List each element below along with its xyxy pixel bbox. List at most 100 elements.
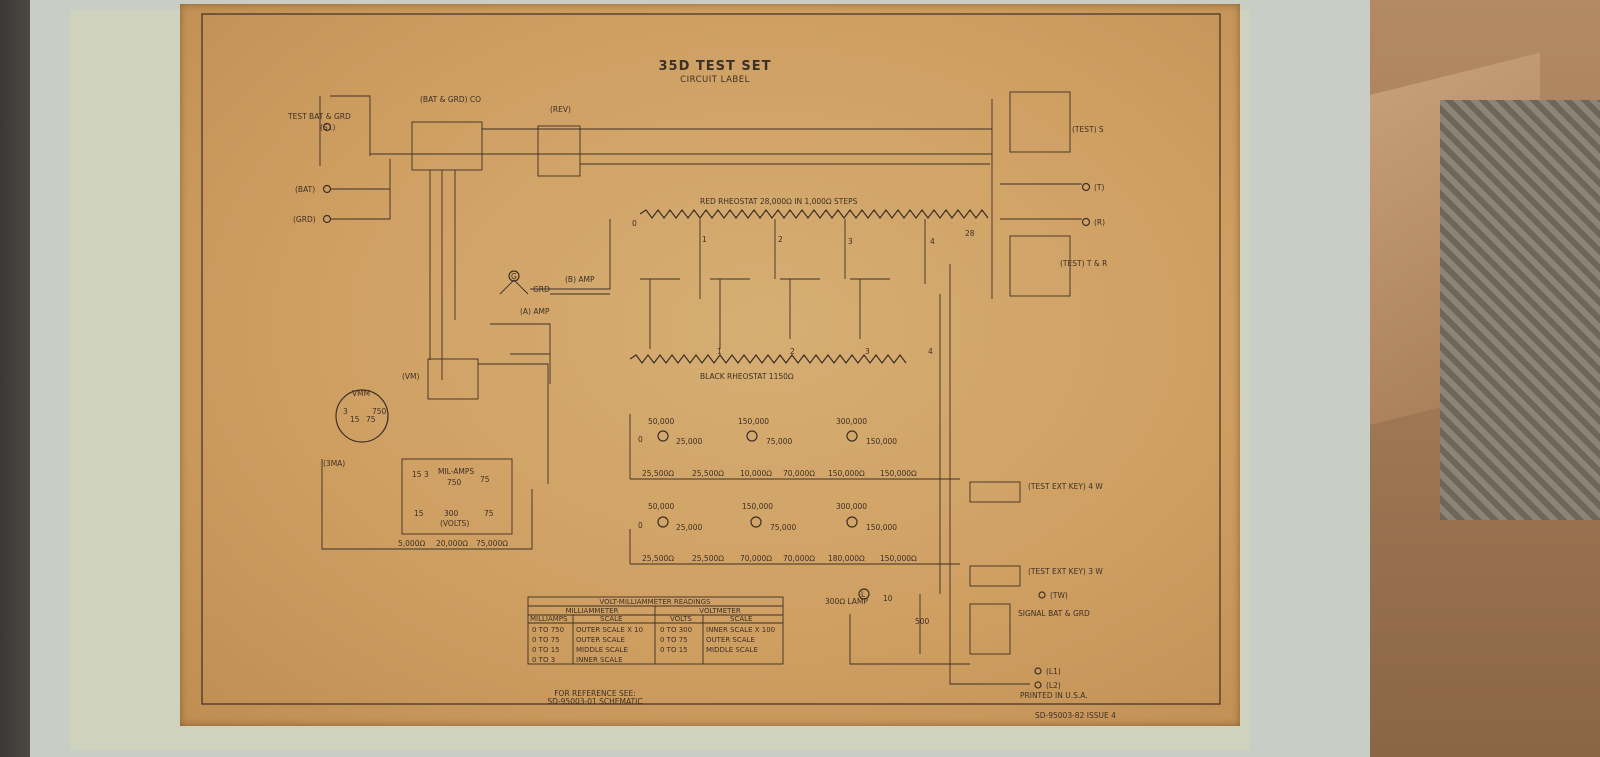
sw3-val-150000b: 150,000 xyxy=(866,523,897,532)
voltmeter-section: (VM) VMM 3 15 75 750 (3MA) 15 3 MIL-AMPS… xyxy=(321,353,550,550)
switch-g xyxy=(508,270,520,282)
terminal-grd xyxy=(322,214,332,224)
right-lower-wiring xyxy=(849,264,1030,685)
vmm-range-3: 3 xyxy=(343,407,348,416)
table-r4-c2: INNER SCALE xyxy=(576,656,623,664)
switch-3b xyxy=(750,516,762,528)
rev-key xyxy=(537,125,581,177)
lamp-label: 300Ω LAMP xyxy=(825,597,868,606)
sw3-res-6: 150,000Ω xyxy=(880,554,917,563)
red-rheostat-wiring xyxy=(530,219,926,299)
ext-key-4w-label: (TEST EXT KEY) 4 W xyxy=(1028,482,1103,491)
table-r1-c3: 0 TO 300 xyxy=(660,626,692,634)
mil-range-15: 15 xyxy=(412,470,422,479)
table-col-volts: VOLTS xyxy=(670,615,692,623)
terminal-r xyxy=(1081,217,1091,227)
terminal-t xyxy=(1081,182,1091,192)
sw4-res-3: 10,000Ω xyxy=(740,469,772,478)
sw4-res-1: 25,500Ω xyxy=(642,469,674,478)
black-tap-3: 3 xyxy=(865,347,870,356)
sw4-val-50000: 50,000 xyxy=(648,417,674,426)
signal-label: SIGNAL BAT & GRD xyxy=(1018,609,1090,618)
ext-key-4w xyxy=(969,481,1021,503)
signal-key xyxy=(969,603,1011,655)
amp-wiring xyxy=(490,279,610,384)
ma3-label: (3MA) xyxy=(323,459,345,468)
red-rheostat-end-28: 28 xyxy=(965,229,975,238)
left-terminals: TEST BAT & GRD (S1) (BAT) (GRD) xyxy=(287,95,550,224)
sw4-val-0: 0 xyxy=(638,435,643,444)
mil-range-75: 75 xyxy=(480,475,490,484)
terminal-l1-label: (L1) xyxy=(1046,667,1061,676)
diagram-title: 35D TEST SET xyxy=(658,59,771,74)
black-rheostat: BLACK RHEOSTAT 1150Ω 1 2 3 4 xyxy=(629,347,933,381)
table-group-voltmeter: VOLTMETER xyxy=(699,607,741,615)
vm-key xyxy=(427,358,479,400)
sw3-res-2: 25,500Ω xyxy=(692,554,724,563)
ext-key-3w xyxy=(969,565,1021,587)
red-tap-4: 4 xyxy=(930,237,935,246)
footer-code: SD-95003-82 ISSUE 4 xyxy=(1035,711,1116,720)
sw3-res-5: 180,000Ω xyxy=(828,554,865,563)
grd-label: GRD xyxy=(533,285,550,294)
sw3-val-50000: 50,000 xyxy=(648,502,674,511)
voltmeter-wiring xyxy=(321,353,550,550)
rev-label: (REV) xyxy=(550,105,571,114)
test-tr-key xyxy=(1009,235,1071,297)
footer-printed: PRINTED IN U.S.A. xyxy=(1020,691,1088,700)
table-r3-c1: 0 TO 15 xyxy=(532,646,560,654)
terminal-l2-label: (L2) xyxy=(1046,681,1061,690)
terminal-test-bat-grd-label: TEST BAT & GRD xyxy=(287,112,351,121)
terminal-s1 xyxy=(322,122,332,132)
black-tap-4: 4 xyxy=(928,347,933,356)
table-r1-c2: OUTER SCALE X 10 xyxy=(576,626,643,634)
sw4-res-5: 150,000Ω xyxy=(828,469,865,478)
table-r2-c1: 0 TO 75 xyxy=(532,636,560,644)
lamp-switch-label: L xyxy=(861,590,866,599)
mil-amps-label: MIL-AMPS xyxy=(438,467,474,476)
table-r4-c1: 0 TO 3 xyxy=(532,656,555,664)
terminal-l2 xyxy=(1034,681,1042,689)
table-r2-c3: 0 TO 75 xyxy=(660,636,688,644)
b-amp-label: (B) AMP xyxy=(565,275,595,284)
switch-s1-label: (S1) xyxy=(320,123,335,132)
red-rheostat-resistor xyxy=(639,209,989,219)
sw3-res-4: 70,000Ω xyxy=(783,554,815,563)
table-r2-c2: OUTER SCALE xyxy=(576,636,625,644)
table-col-milliamps: MILLIAMPS xyxy=(530,615,568,623)
red-rheostat: RED RHEOSTAT 28,000Ω IN 1,000Ω STEPS 0 2… xyxy=(530,197,989,299)
volts-label: (VOLTS) xyxy=(440,519,469,528)
volt-range-300: 300 xyxy=(444,509,459,518)
black-tap-2: 2 xyxy=(790,347,795,356)
terminal-tw-label: (TW) xyxy=(1050,591,1068,600)
top-switches: (BAT & GRD) CO (REV) xyxy=(411,95,992,380)
corrugated-cardboard xyxy=(1440,100,1600,520)
red-rheostat-label: RED RHEOSTAT 28,000Ω IN 1,000Ω STEPS xyxy=(700,197,858,206)
red-tap-3: 3 xyxy=(848,237,853,246)
vmm-dial xyxy=(335,389,389,443)
mil-resistor-2: 20,000Ω xyxy=(436,539,468,548)
resistor-key-wiring xyxy=(640,278,890,349)
red-tap-1: 1 xyxy=(702,235,707,244)
table-grid xyxy=(528,605,783,664)
vmm-range-15: 15 xyxy=(350,415,360,424)
sw4-val-150000: 150,000 xyxy=(738,417,769,426)
sw3-val-300000: 300,000 xyxy=(836,502,867,511)
table-title: VOLT-MILLIAMMETER READINGS xyxy=(600,598,712,606)
amp-switches: G GRD (B) AMP (A) AMP xyxy=(490,270,610,384)
table-r3-c3: 0 TO 15 xyxy=(660,646,688,654)
sw3-res-1: 25,500Ω xyxy=(642,554,674,563)
table-group-milliammeter: MILLIAMMETER xyxy=(566,607,619,615)
schematic-drawing: 35D TEST SET CIRCUIT LABEL TEST BAT & GR… xyxy=(201,13,1221,720)
switch-group-3: 50,000 0 25,000 150,000 75,000 300,000 1… xyxy=(629,502,960,565)
table-r2-c4: OUTER SCALE xyxy=(706,636,755,644)
sw4-res-2: 25,500Ω xyxy=(692,469,724,478)
right-lower-section: (TEST EXT KEY) 4 W (TEST EXT KEY) 3 W (T… xyxy=(825,264,1103,690)
black-rheostat-resistor xyxy=(629,354,907,364)
sw3-val-150000: 150,000 xyxy=(742,502,773,511)
bat-grd-co-label: (BAT & GRD) CO xyxy=(420,95,481,104)
vmm-range-750: 750 xyxy=(372,407,387,416)
sw3-val-25000: 25,000 xyxy=(676,523,702,532)
terminal-t-label: (T) xyxy=(1094,183,1105,192)
